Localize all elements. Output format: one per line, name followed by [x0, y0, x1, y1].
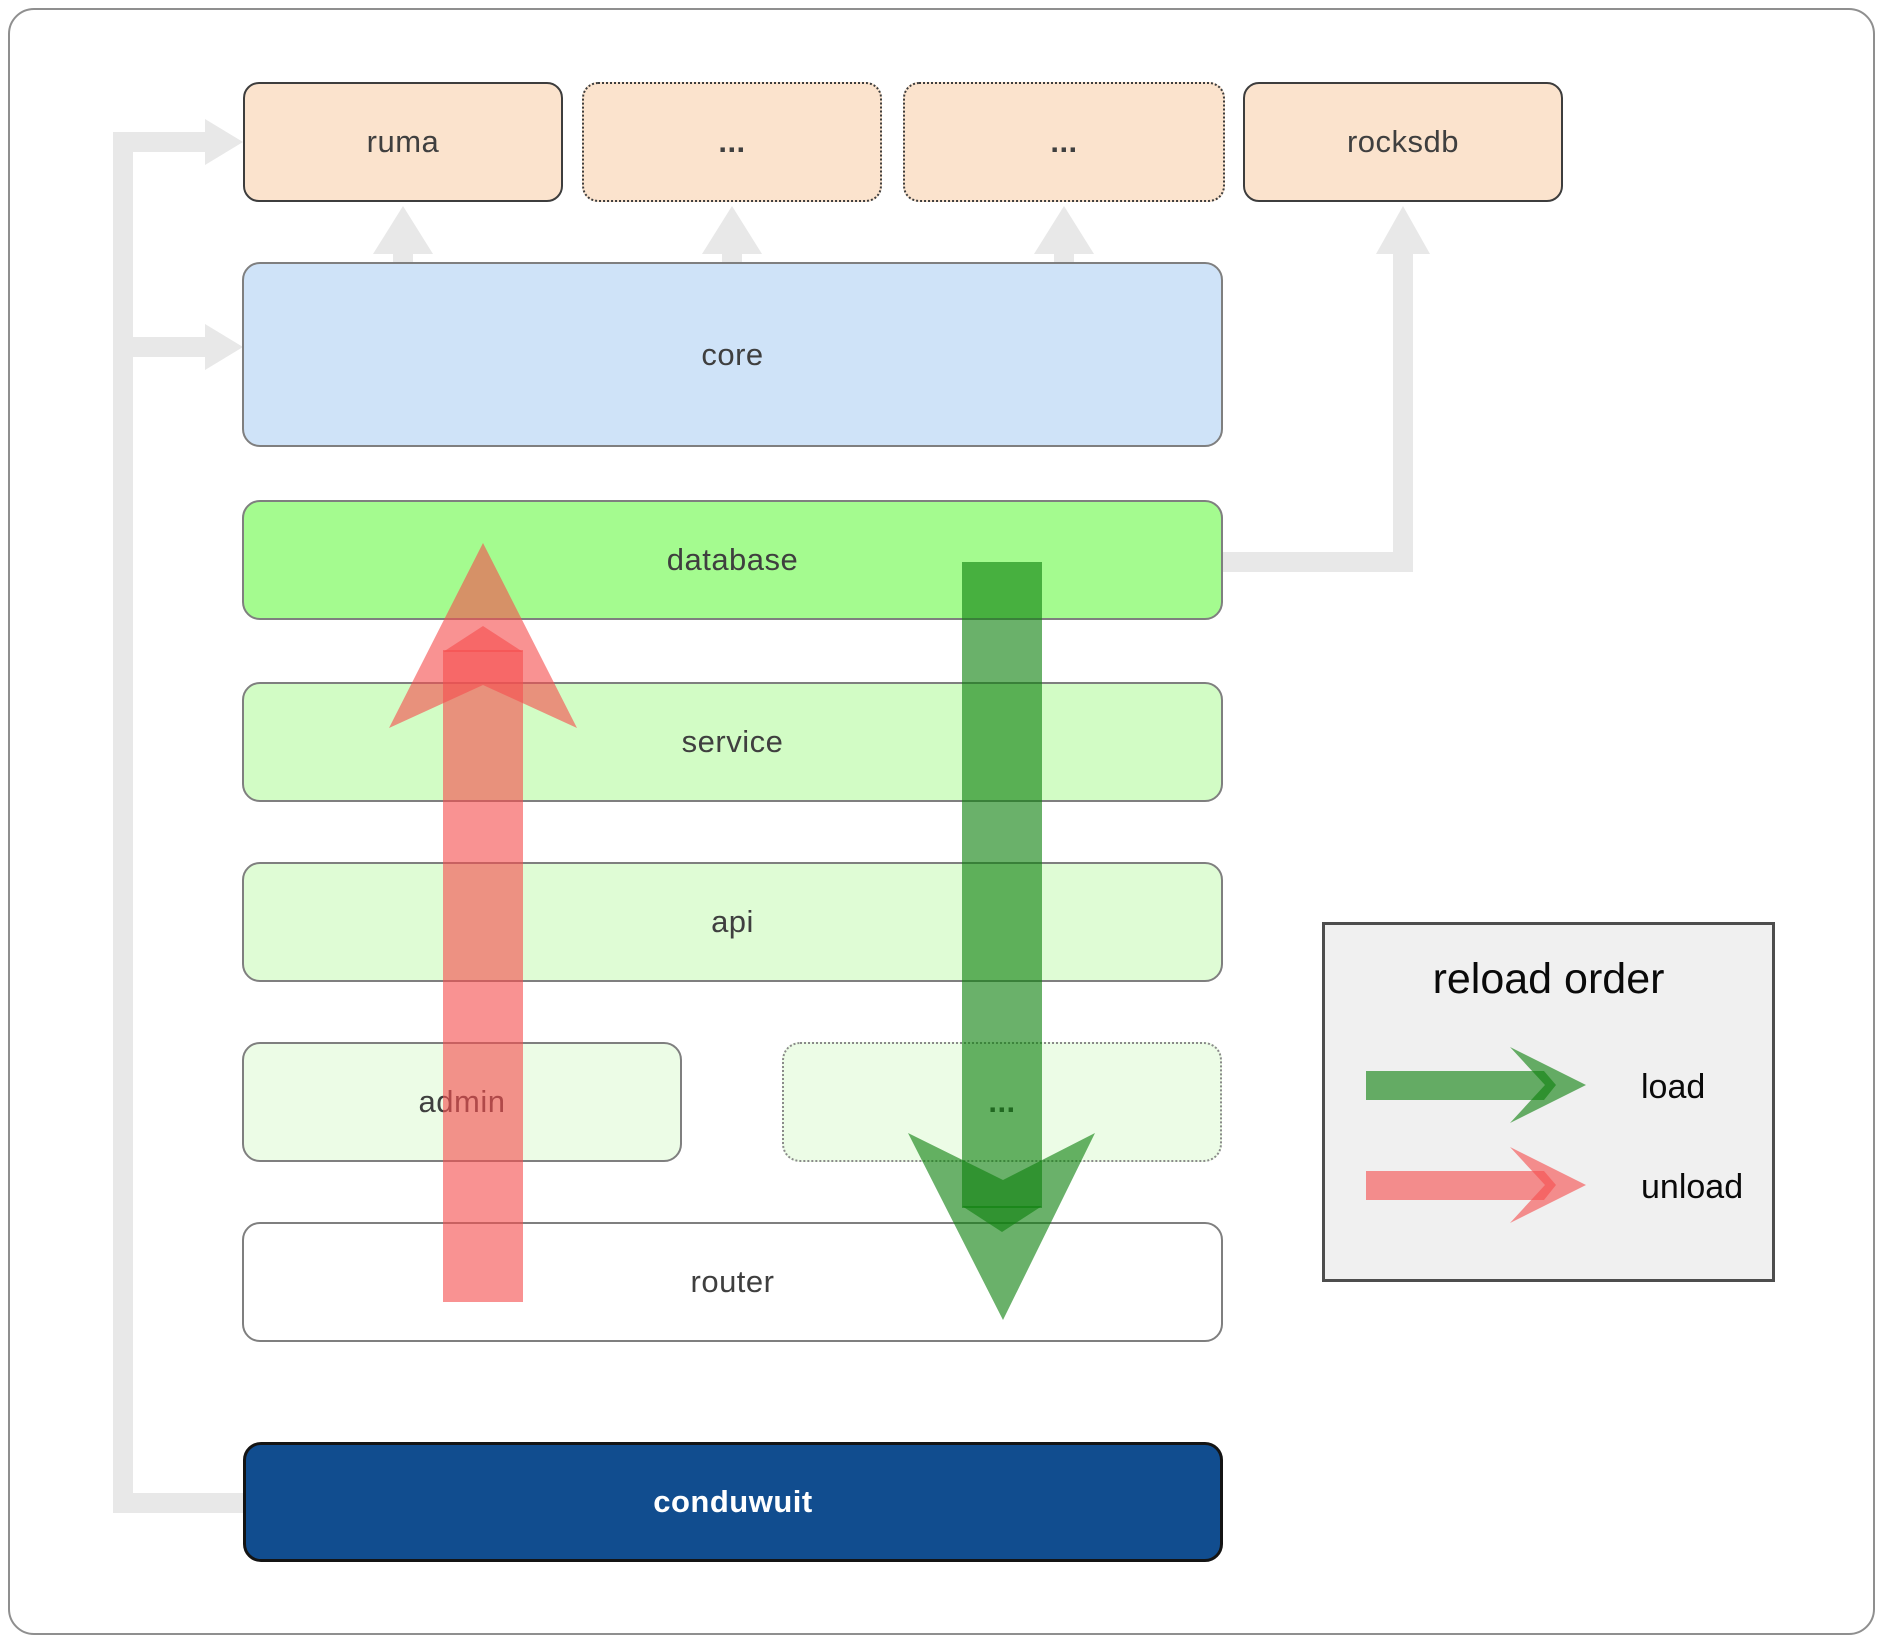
legend-item-unload: unload: [1366, 1147, 1743, 1227]
node-ellipsis-1: ...: [582, 82, 882, 202]
node-api-label: api: [711, 904, 754, 939]
node-core-label: core: [701, 336, 764, 372]
node-router: router: [242, 1222, 1223, 1342]
legend-unload-label: unload: [1641, 1167, 1744, 1206]
node-ellipsis-1-label: ...: [718, 124, 746, 159]
legend: reload order load unload: [1322, 922, 1775, 1282]
legend-title: reload order: [1432, 955, 1665, 1003]
node-conduwuit-label: conduwuit: [653, 1484, 813, 1519]
load-arrow-icon: [1366, 1047, 1586, 1123]
node-admin: admin: [242, 1042, 682, 1162]
node-admin-label: admin: [418, 1084, 506, 1119]
node-api: api: [242, 862, 1223, 982]
node-ellipsis-2: ...: [903, 82, 1225, 202]
node-service-label: service: [681, 724, 784, 759]
node-conduwuit: conduwuit: [243, 1442, 1223, 1562]
node-router-label: router: [690, 1264, 775, 1299]
node-admin-ellipsis: ...: [782, 1042, 1222, 1162]
node-rocksdb-label: rocksdb: [1346, 124, 1460, 159]
node-database: database: [242, 500, 1223, 620]
legend-load-label: load: [1641, 1067, 1706, 1106]
node-core: core: [242, 262, 1223, 447]
node-service: service: [242, 682, 1223, 802]
node-ellipsis-2-label: ...: [1050, 124, 1078, 159]
node-ruma-label: ruma: [366, 124, 440, 159]
node-database-label: database: [666, 542, 799, 577]
diagram-outer-frame: [8, 8, 1875, 1635]
node-rocksdb: rocksdb: [1243, 82, 1563, 202]
node-admin-ellipsis-label: ...: [988, 1084, 1016, 1119]
unload-arrow-icon: [1366, 1147, 1586, 1223]
legend-item-load: load: [1366, 1047, 1705, 1127]
node-ruma: ruma: [243, 82, 563, 202]
